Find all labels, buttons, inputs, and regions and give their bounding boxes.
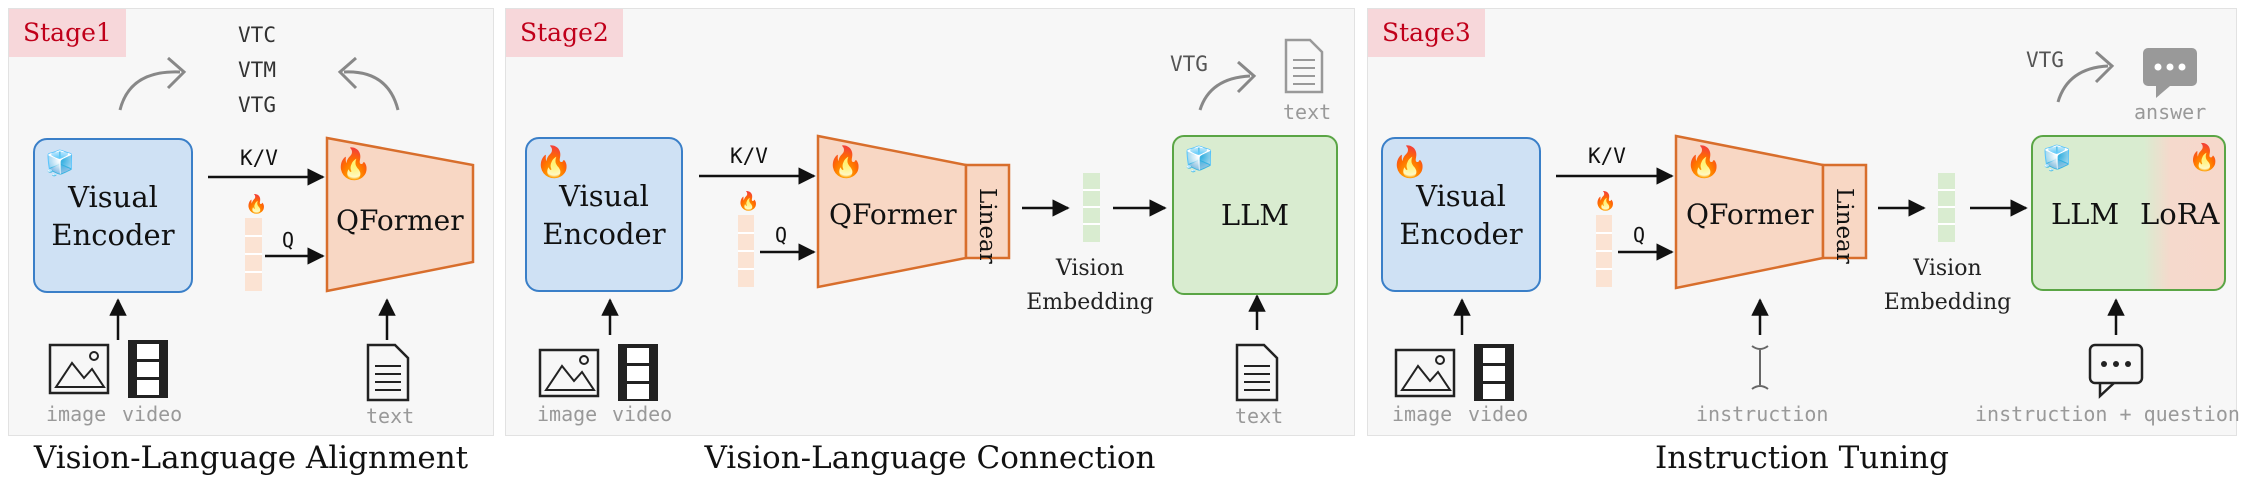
- fire-icon: 🔥: [737, 191, 760, 212]
- document-icon: [1235, 343, 1279, 402]
- fire-icon: 🔥: [2188, 143, 2221, 173]
- stage2-caption: Vision-Language Connection: [704, 440, 1156, 476]
- stage1-text-label: text: [366, 404, 415, 428]
- stage1-tag: Stage1: [9, 9, 126, 57]
- stage3-video-label: video: [1468, 402, 1529, 426]
- chat-bubble-icon: [2143, 48, 2197, 98]
- stage3-encoder-line2: Encoder: [1399, 216, 1523, 251]
- stage3-caption: Instruction Tuning: [1655, 440, 1949, 476]
- stage2-text-label: text: [1235, 404, 1284, 428]
- image-icon: [48, 343, 110, 395]
- stage2-encoder-line2: Encoder: [542, 216, 666, 251]
- stage2-emb-line1: Vision: [1055, 256, 1125, 281]
- stage1-qformer-label: QFormer: [336, 204, 464, 237]
- objective-vtc: VTC: [238, 23, 276, 47]
- document-icon: [366, 343, 410, 402]
- stage3-emb-line1: Vision: [1913, 256, 1982, 281]
- stage1-q-label: Q: [282, 228, 295, 252]
- stage3-instruction-label: instruction: [1696, 402, 1829, 426]
- stage2-visual-encoder: Visual Encoder: [525, 137, 683, 292]
- fire-icon: 🔥: [535, 145, 573, 180]
- stage3-kv-label: K/V: [1588, 144, 1626, 168]
- stage3-answer-label: answer: [2134, 100, 2207, 124]
- stage3-llm-lora: [2031, 135, 2226, 291]
- stage1-visual-encoder: Visual Encoder: [33, 138, 193, 293]
- film-strip-icon: [618, 344, 658, 401]
- stage1-encoder-line2: Encoder: [51, 217, 175, 252]
- fire-icon: 🔥: [827, 145, 865, 180]
- stage1-kv-label: K/V: [240, 146, 278, 170]
- stage2-llm-label: LLM: [1220, 198, 1290, 232]
- fire-icon: 🔥: [1391, 145, 1429, 180]
- stage2-vision-embedding: Vision Embedding: [1020, 252, 1160, 320]
- stage2-qformer-label: QFormer: [829, 198, 957, 231]
- chat-bubble-outline-icon: [2088, 343, 2144, 399]
- fire-icon: 🔥: [1594, 191, 1617, 212]
- stage1-caption: Vision-Language Alignment: [33, 440, 469, 476]
- image-icon: [1394, 348, 1456, 398]
- stage2-image-label: image: [537, 402, 598, 426]
- stage2-output-text-label: text: [1283, 100, 1332, 124]
- ice-cube-icon: 🧊: [2042, 144, 2072, 172]
- stage2-vtg-label: VTG: [1170, 52, 1208, 76]
- ice-cube-icon: 🧊: [1184, 145, 1214, 173]
- stage1-encoder-line1: Visual: [68, 179, 158, 214]
- stage2-video-label: video: [612, 402, 673, 426]
- stage3-q-label: Q: [1633, 223, 1646, 247]
- fire-icon: 🔥: [1685, 145, 1723, 180]
- stage1-objectives: VTC VTM VTG: [232, 18, 282, 123]
- stage2-tag: Stage2: [506, 9, 623, 57]
- text-cursor-icon: [1751, 345, 1769, 390]
- fire-icon: 🔥: [335, 147, 373, 182]
- document-icon: [1284, 38, 1324, 94]
- film-strip-icon: [128, 340, 168, 398]
- ice-cube-icon: 🧊: [45, 149, 75, 177]
- stage3-iq-label: instruction + question: [1975, 402, 2240, 426]
- film-strip-icon: [1474, 344, 1514, 401]
- stage2-emb-line2: Embedding: [1026, 290, 1154, 315]
- stage3-image-label: image: [1392, 402, 1453, 426]
- stage3-lora-label: LoRA: [2140, 197, 2220, 231]
- stage2-llm: LLM: [1172, 135, 1338, 295]
- stage3-encoder-line1: Visual: [1416, 178, 1506, 213]
- stage3-emb-line2: Embedding: [1883, 290, 2012, 315]
- stage3-tag: Stage3: [1368, 9, 1485, 57]
- fire-icon: 🔥: [245, 194, 268, 215]
- stage1-video-label: video: [122, 402, 183, 426]
- stage2-kv-label: K/V: [730, 144, 768, 168]
- objective-vtg: VTG: [238, 93, 276, 117]
- image-icon: [538, 348, 600, 398]
- stage2-q-label: Q: [775, 223, 788, 247]
- stage3-llm-label: LLM: [2051, 197, 2120, 231]
- stage3-visual-encoder: Visual Encoder: [1381, 137, 1541, 292]
- stage3-vtg-label: VTG: [2026, 48, 2064, 72]
- objective-vtm: VTM: [238, 58, 276, 82]
- stage2-encoder-line1: Visual: [559, 178, 649, 213]
- stage3-qformer-label: QFormer: [1686, 198, 1814, 231]
- stage1-image-label: image: [46, 402, 107, 426]
- stage3-vision-embedding: Vision Embedding: [1875, 252, 2020, 320]
